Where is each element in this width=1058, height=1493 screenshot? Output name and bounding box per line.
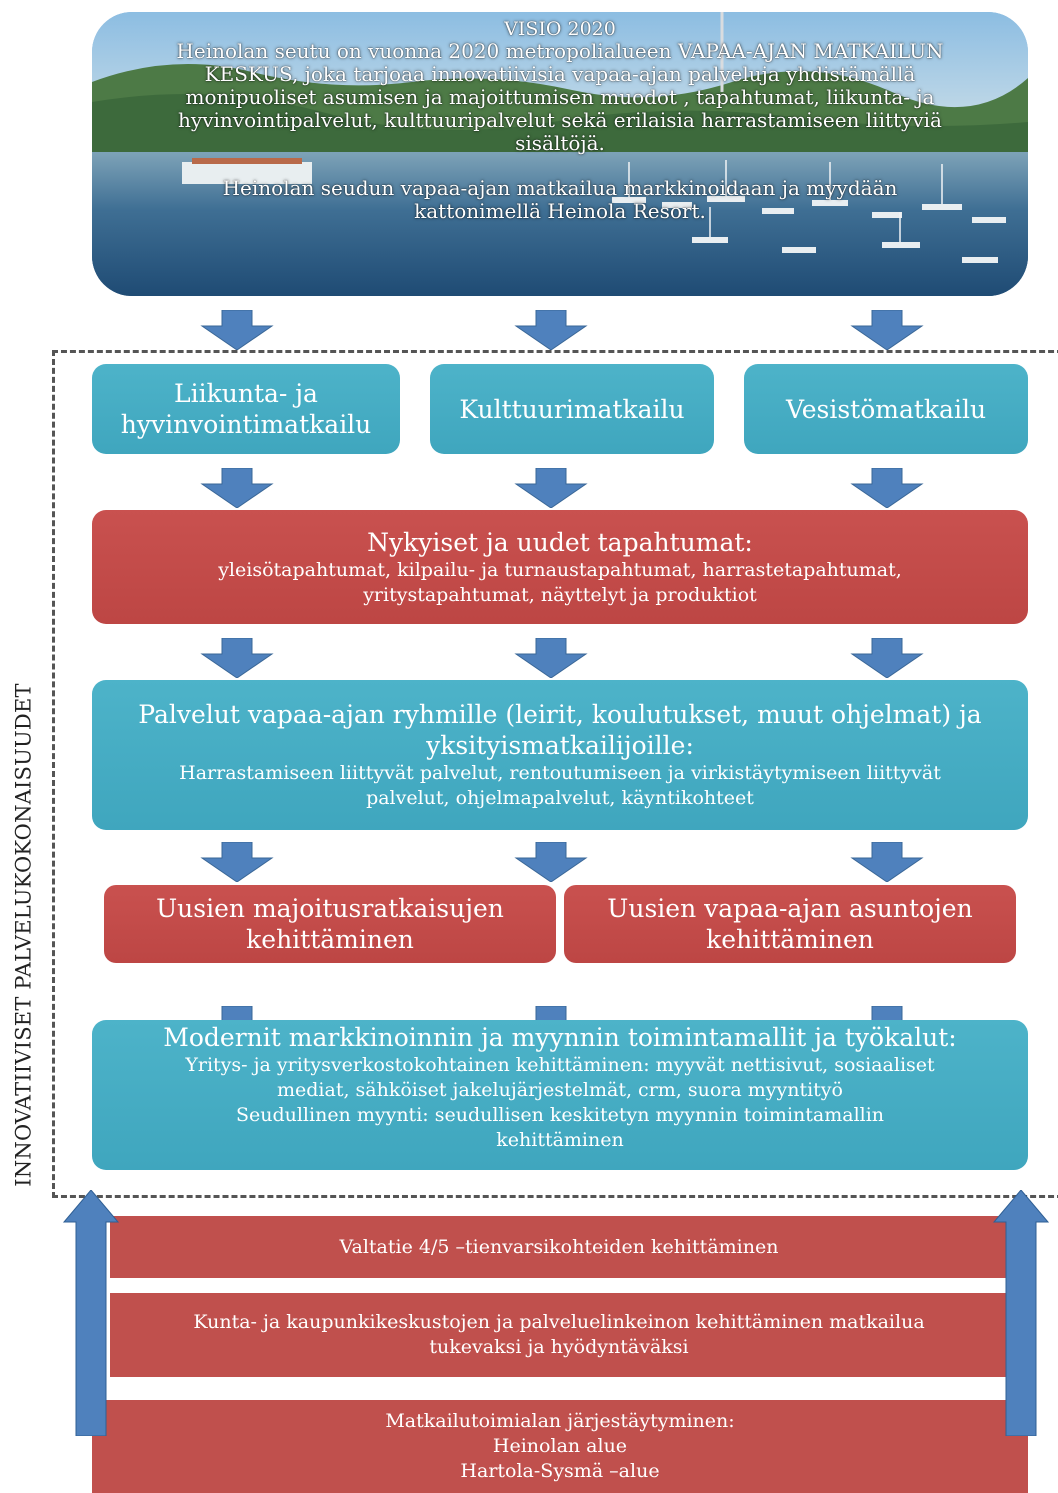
theme-vesisto: Vesistömatkailu (744, 364, 1028, 454)
down-arrow-icon (200, 638, 274, 678)
vision-text-line: monipuoliset asumisen ja majoittumisen m… (185, 85, 935, 109)
vision-text-line: hyvinvointipalvelut, kulttuuripalvelut s… (178, 108, 942, 132)
down-arrow-icon (514, 842, 588, 882)
events-heading: Nykyiset ja uudet tapahtumat: (367, 527, 753, 557)
roadside-text: Valtatie 4/5 –tienvarsikohteiden kehittä… (339, 1235, 779, 1258)
centers-band: Kunta- ja kaupunkikeskustojen ja palvelu… (110, 1293, 1008, 1377)
events-line: yleisötapahtumat, kilpailu- ja turnausta… (218, 558, 902, 581)
down-arrow-icon (850, 638, 924, 678)
industry-line: Hartola-Sysmä –alue (460, 1460, 660, 1482)
industry-line: Matkailutoimialan järjestäytyminen: (385, 1410, 735, 1432)
down-arrow-icon (200, 310, 274, 350)
down-arrow-icon (850, 468, 924, 508)
down-arrow-icon (514, 468, 588, 508)
marketing-line: kehittäminen (496, 1129, 624, 1151)
down-arrow-icon (200, 842, 274, 882)
centers-line: tukevaksi ja hyödyntäväksi (429, 1336, 689, 1358)
housing-line: kehittäminen (706, 925, 874, 954)
theme-liikunta: Liikunta- ja hyvinvointimatkailu (92, 364, 400, 454)
roadside-band: Valtatie 4/5 –tienvarsikohteiden kehittä… (110, 1216, 1008, 1278)
vision-text-line: kattonimellä Heinola Resort. (414, 199, 706, 223)
vision-title: VISIO 2020 (504, 18, 616, 40)
theme-liikunta-line: Liikunta- ja (174, 379, 318, 408)
vision-text-line: Heinolan seutu on vuonna 2020 metropolia… (176, 39, 944, 63)
marketing-box: Modernit markkinoinnin ja myynnin toimin… (92, 1020, 1028, 1170)
side-label-text: INNOVATIIVISET PALVELUKOKONAISUUDET (12, 683, 36, 1187)
services-line: Harrastamiseen liittyvät palvelut, rento… (179, 762, 941, 784)
marketing-line: mediat, sähköiset jakelujärjestelmät, cr… (277, 1079, 843, 1101)
theme-liikunta-line: hyvinvointimatkailu (120, 410, 372, 439)
centers-line: Kunta- ja kaupunkikeskustojen ja palvelu… (193, 1311, 925, 1333)
theme-kulttuuri: Kulttuurimatkailu (430, 364, 714, 454)
accommodation-box: Uusien majoitusratkaisujen kehittäminen (104, 885, 556, 963)
theme-vesisto-label: Vesistömatkailu (785, 394, 987, 424)
vision-box: VISIO 2020 Heinolan seutu on vuonna 2020… (92, 12, 1028, 296)
housing-box: Uusien vapaa-ajan asuntojen kehittäminen (564, 885, 1016, 963)
services-box: Palvelut vapaa-ajan ryhmille (leirit, ko… (92, 680, 1028, 830)
up-arrow-icon (992, 1189, 1050, 1437)
industry-band: Matkailutoimialan järjestäytyminen: Hein… (92, 1400, 1028, 1493)
up-arrow-icon (62, 1189, 120, 1437)
theme-kulttuuri-label: Kulttuurimatkailu (459, 394, 685, 424)
events-box: Nykyiset ja uudet tapahtumat: yleisötapa… (92, 510, 1028, 624)
vision-text-line: Heinolan seudun vapaa-ajan matkailua mar… (222, 176, 898, 200)
down-arrow-icon (850, 842, 924, 882)
down-arrow-icon (514, 310, 588, 350)
lake-harbor-photo (92, 12, 1028, 296)
vision-text-line: sisältöjä. (515, 131, 605, 155)
down-arrow-icon (850, 310, 924, 350)
housing-line: Uusien vapaa-ajan asuntojen (607, 894, 973, 923)
marketing-heading: Modernit markkinoinnin ja myynnin toimin… (163, 1023, 957, 1052)
marketing-line: Seudullinen myynti: seudullisen keskitet… (235, 1104, 885, 1126)
events-line: yritystapahtumat, näyttelyt ja produktio… (363, 583, 757, 606)
side-label: INNOVATIIVISET PALVELUKOKONAISUUDET (4, 520, 44, 1350)
accommodation-line: Uusien majoitusratkaisujen (156, 894, 504, 923)
industry-line: Heinolan alue (492, 1435, 628, 1457)
marketing-line: Yritys- ja yritysverkostokohtainen kehit… (185, 1054, 935, 1076)
down-arrow-icon (514, 638, 588, 678)
vision-text-line: KESKUS, joka tarjoaa innovatiivisia vapa… (204, 62, 916, 86)
accommodation-line: kehittäminen (246, 925, 414, 954)
service-packages-region (52, 350, 1058, 1198)
down-arrow-icon (200, 468, 274, 508)
services-line: palvelut, ohjelmapalvelut, käyntikohteet (366, 787, 754, 809)
services-heading: Palvelut vapaa-ajan ryhmille (leirit, ko… (138, 700, 982, 729)
services-heading: yksityismatkailijoille: (426, 731, 694, 760)
